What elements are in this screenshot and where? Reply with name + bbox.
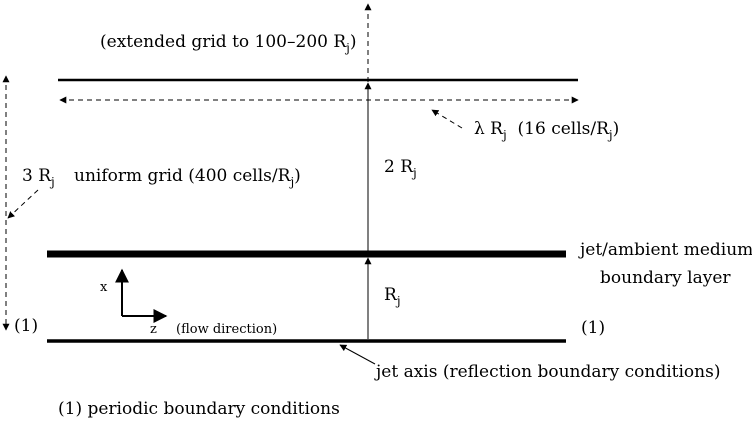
boundary-layer-label-line2: boundary layer <box>600 268 731 288</box>
footnote-label: (1) periodic boundary conditions <box>58 399 340 419</box>
lambda-pointer-arrow <box>431 109 463 129</box>
periodic-left-label: (1) <box>14 316 39 336</box>
lambda-label: λ Rj (16 cells/Rj) <box>474 119 620 142</box>
flow-direction-label: (flow direction) <box>176 322 278 337</box>
jet-axis-label: jet axis (reflection boundary conditions… <box>376 362 721 382</box>
x-axis-label: x <box>100 280 108 295</box>
periodic-right-label: (1) <box>581 318 606 338</box>
uniform-grid-label: uniform grid (400 cells/Rj) <box>74 166 301 189</box>
boundary-layer-label-line1: jet/ambient medium <box>580 240 752 260</box>
three-rj-label: 3 Rj <box>22 166 55 189</box>
extended-grid-label: (extended grid to 100–200 Rj) <box>100 32 357 55</box>
two-rj-label: 2 Rj <box>384 157 417 180</box>
rj-label: Rj <box>384 285 401 308</box>
jet-axis-pointer-arrow <box>339 344 376 365</box>
uniform-grid-pointer-arrow <box>7 189 39 219</box>
z-axis-label: z <box>150 322 157 337</box>
